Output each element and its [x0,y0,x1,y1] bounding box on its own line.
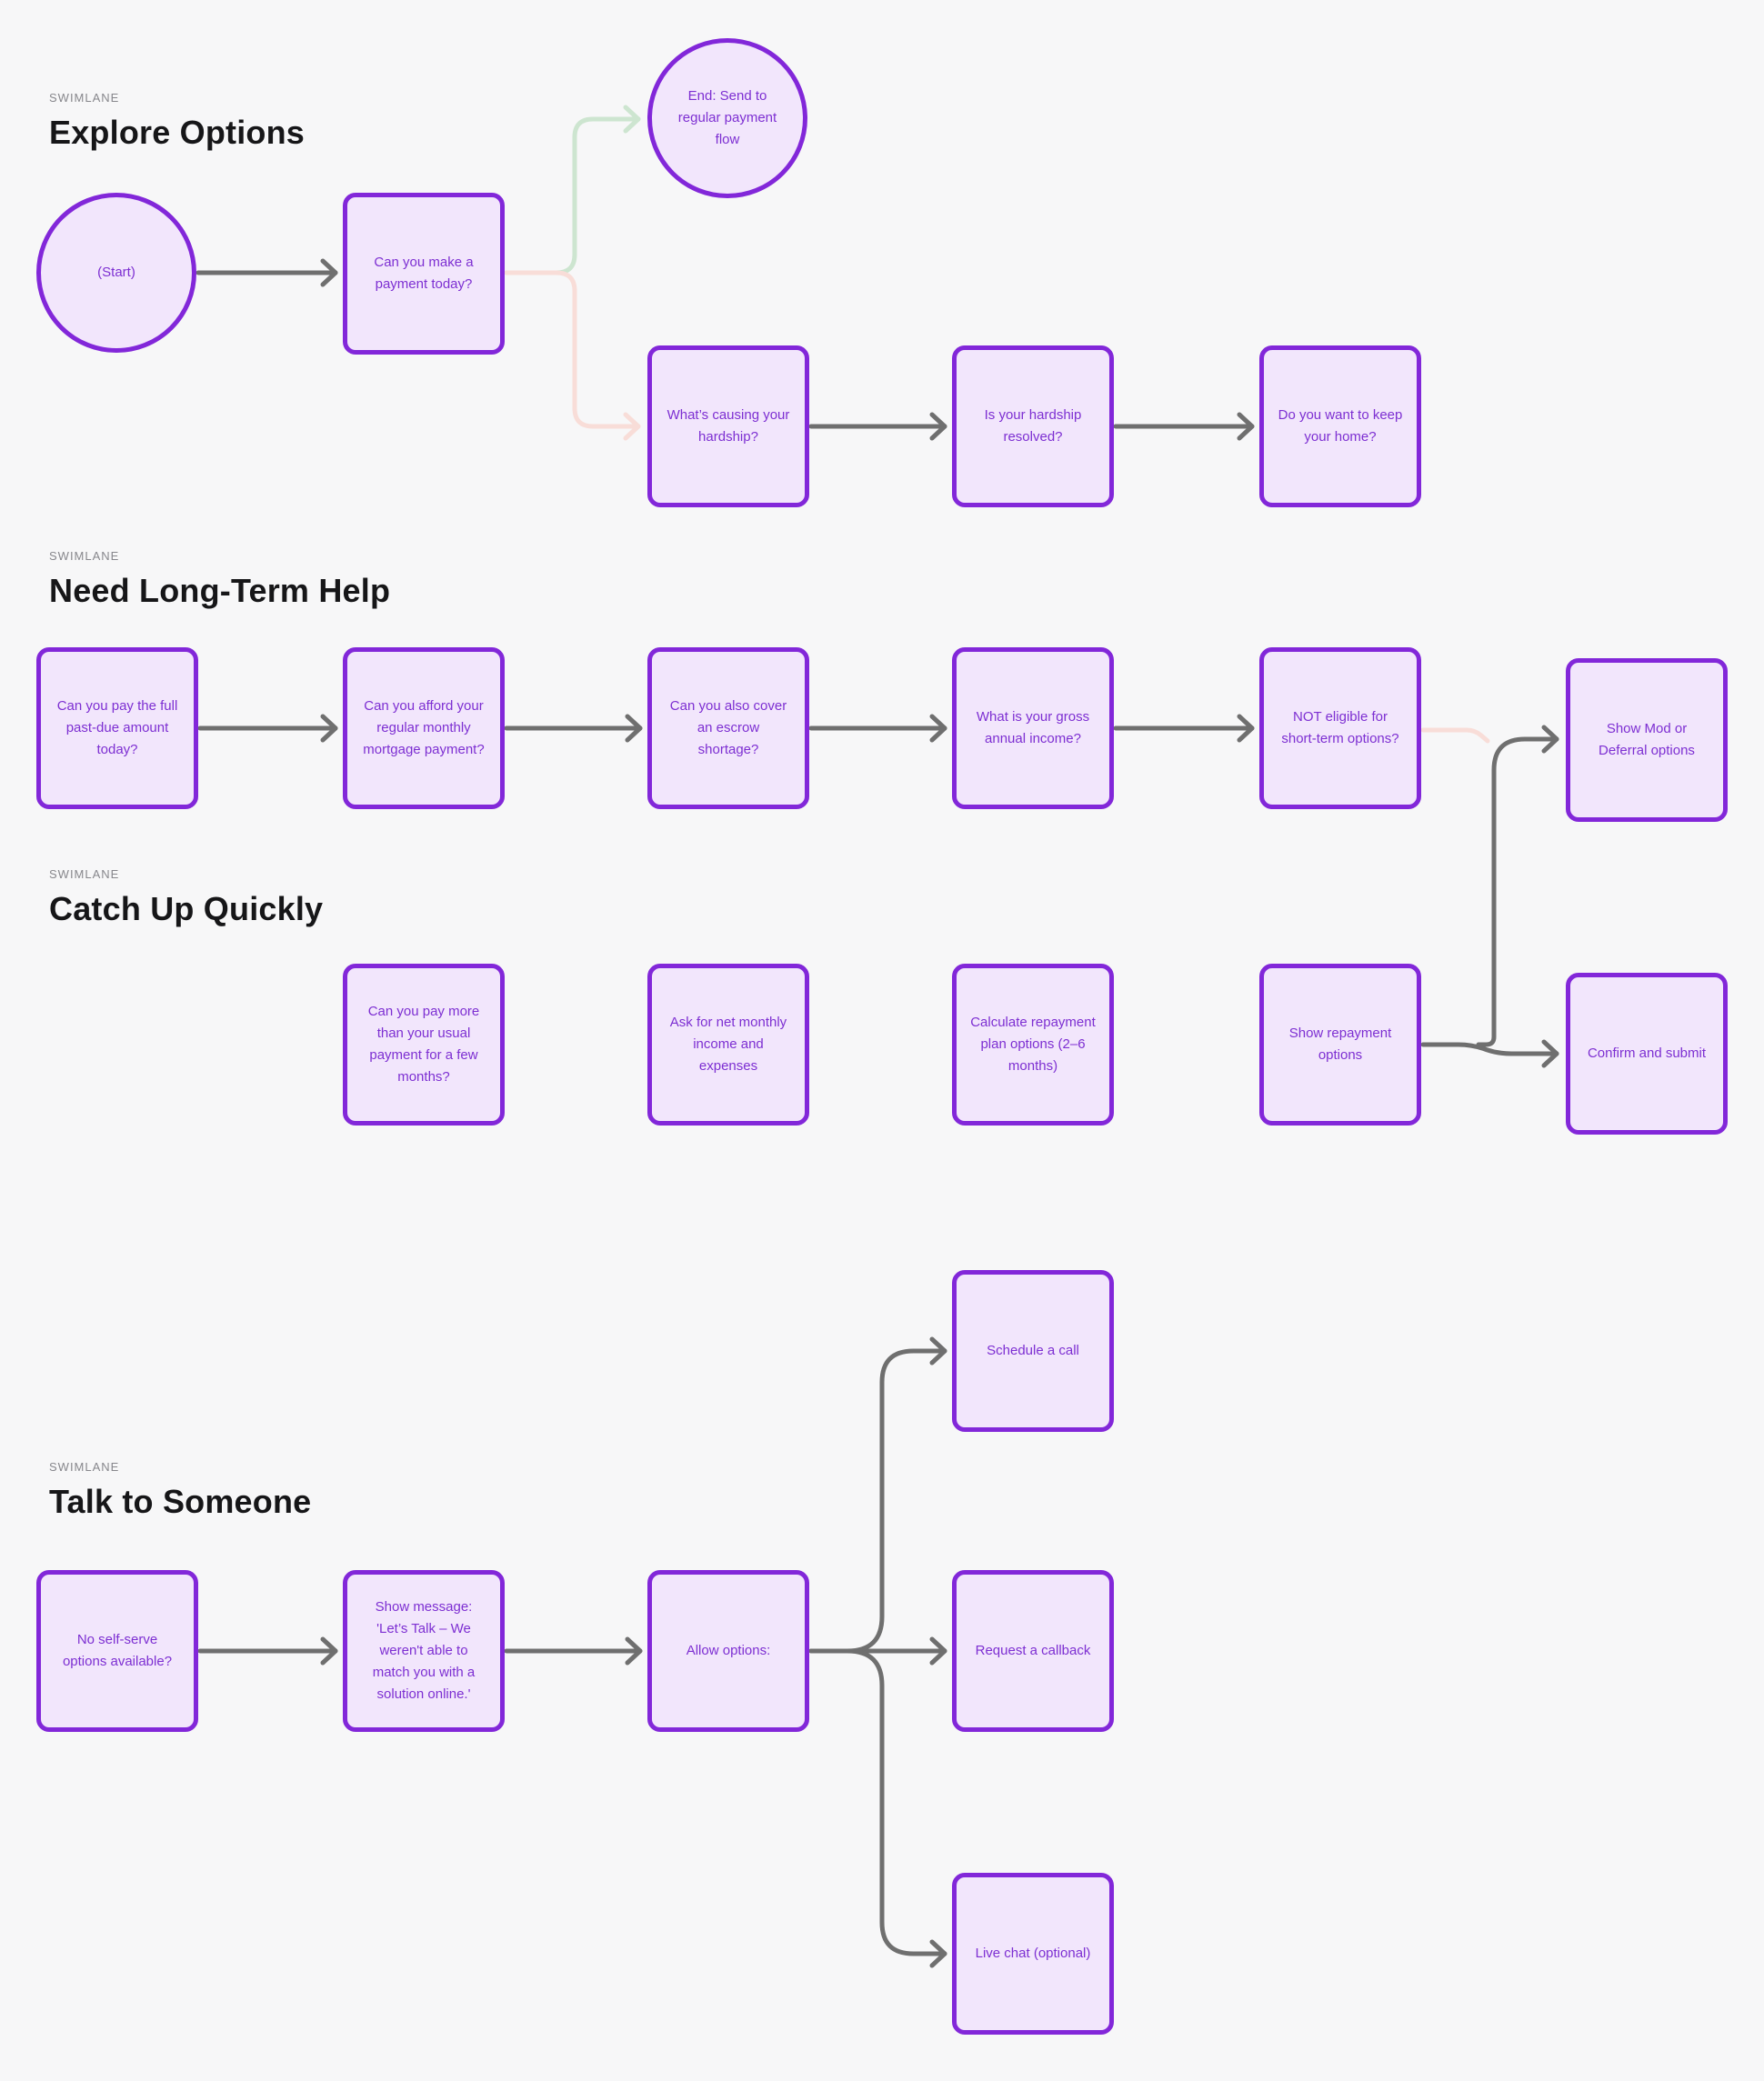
flow-node-ask-income-expenses[interactable]: Ask for net monthly income and expenses [647,964,809,1126]
lane-header-catch-up-quickly: SWIMLANE Catch Up Quickly [49,867,323,928]
flow-node-no-self-serve[interactable]: No self-serve options available? [36,1570,198,1732]
connector-make-payment-to-end-regular-payment [504,116,641,275]
lane-title: Need Long-Term Help [49,572,391,609]
flow-node-escrow-shortage[interactable]: Can you also cover an escrow shortage? [647,647,809,809]
connector-allow-options-to-schedule-call [808,1348,947,1654]
flow-node-make-payment[interactable]: Can you make a payment today? [343,193,505,355]
connector-allow-options-to-live-chat [808,1648,947,1956]
flow-node-show-mod-deferral[interactable]: Show Mod or Deferral options [1566,658,1728,822]
flow-node-label: End: Send to regular payment flow [677,88,777,147]
arrowhead-hardship-cause-to-hardship-resolved [929,412,947,441]
lane-header-talk-to-someone: SWIMLANE Talk to Someone [49,1460,311,1521]
flow-node-label: Live chat (optional) [975,1946,1091,1961]
flow-node-gross-annual-income[interactable]: What is your gross annual income? [952,647,1114,809]
connector-make-payment-to-hardship-cause [504,270,641,429]
flow-node-confirm-submit[interactable]: Confirm and submit [1566,973,1728,1135]
flow-node-label: Can you pay the full past-due amount tod… [56,698,178,757]
flow-node-pay-more-few-months[interactable]: Can you pay more than your usual payment… [343,964,505,1126]
arrowhead-escrow-shortage-to-gross-annual-income [929,714,947,743]
lane-label: SWIMLANE [49,549,120,563]
flow-node-label: Calculate repayment plan options (2–6 mo… [970,1015,1096,1074]
flow-node-label: Show Mod or Deferral options [1599,721,1695,758]
arrowhead-no-self-serve-to-show-lets-talk-message [320,1636,338,1666]
arrowhead-make-payment-to-end-regular-payment [623,105,641,134]
flow-node-label: Can you also cover an escrow shortage? [669,698,787,757]
flow-node-label: Schedule a call [987,1343,1079,1358]
lane-title: Catch Up Quickly [49,890,324,927]
lane-title: Talk to Someone [49,1483,312,1520]
flow-node-not-eligible-short-term[interactable]: NOT eligible for short-term options? [1259,647,1421,809]
arrowhead-gross-annual-income-to-not-eligible-short-term [1237,714,1255,743]
flow-node-hardship-cause[interactable]: What’s causing your hardship? [647,345,809,507]
flow-node-label: Can you pay more than your usual payment… [367,1004,480,1085]
flow-node-start[interactable]: (Start) [36,193,196,353]
flow-node-label: No self-serve options available? [62,1632,173,1669]
arrowhead-show-repayment-options-to-confirm-submit [1541,1039,1559,1068]
flow-node-keep-home[interactable]: Do you want to keep your home? [1259,345,1421,507]
arrowhead-hardship-resolved-to-keep-home [1237,412,1255,441]
arrowhead-pay-past-due-to-afford-monthly-payment [320,714,338,743]
flow-node-label: Can you make a payment today? [374,255,474,292]
arrowhead-start-to-make-payment [320,258,338,287]
flow-node-live-chat[interactable]: Live chat (optional) [952,1873,1114,2035]
flow-node-label: Is your hardship resolved? [984,407,1082,445]
lane-label: SWIMLANE [49,91,120,105]
arrowhead-show-lets-talk-message-to-allow-options [625,1636,643,1666]
flow-node-label: Show repayment options [1288,1025,1392,1063]
flow-node-label: (Start) [97,265,135,280]
flow-node-label: Can you afford your regular monthly mort… [363,698,485,757]
lane-label: SWIMLANE [49,867,120,881]
flow-node-calc-repayment-options[interactable]: Calculate repayment plan options (2–6 mo… [952,964,1114,1126]
flow-node-schedule-call[interactable]: Schedule a call [952,1270,1114,1432]
flow-node-label: NOT eligible for short-term options? [1281,709,1399,746]
lane-label: SWIMLANE [49,1460,120,1474]
flow-node-pay-past-due[interactable]: Can you pay the full past-due amount tod… [36,647,198,809]
arrowhead-make-payment-to-hardship-cause [623,412,641,441]
flow-node-afford-monthly-payment[interactable]: Can you afford your regular monthly mort… [343,647,505,809]
lane-title: Explore Options [49,114,306,151]
connector-show-repayment-options-to-confirm-submit [1420,1042,1559,1056]
flow-node-label: Allow options: [686,1643,771,1658]
arrowhead-allow-options-to-live-chat [929,1939,947,1968]
arrowhead-show-repayment-options-to-show-mod-deferral [1541,725,1559,754]
connector-show-repayment-options-to-show-mod-deferral [1476,736,1559,1047]
flow-node-label: Show message: 'Let’s Talk – We weren't a… [372,1599,476,1702]
flow-node-label: Confirm and submit [1587,1046,1707,1061]
connector-not-eligible-short-term-to-show-mod-deferral [1420,727,1490,744]
lane-header-explore-options: SWIMLANE Explore Options [49,91,305,152]
arrowhead-allow-options-to-request-callback [929,1636,947,1666]
arrowhead-allow-options-to-schedule-call [929,1336,947,1366]
flow-node-label: What’s causing your hardship? [667,407,790,445]
flow-node-hardship-resolved[interactable]: Is your hardship resolved? [952,345,1114,507]
flow-node-label: Do you want to keep your home? [1278,407,1403,445]
flow-node-show-repayment-options[interactable]: Show repayment options [1259,964,1421,1126]
flow-node-label: Request a callback [975,1643,1091,1658]
flow-node-request-callback[interactable]: Request a callback [952,1570,1114,1732]
flow-node-end-regular-payment[interactable]: End: Send to regular payment flow [647,38,807,198]
arrowhead-afford-monthly-payment-to-escrow-shortage [625,714,643,743]
lane-header-need-long-term-help: SWIMLANE Need Long-Term Help [49,549,390,610]
flow-node-label: What is your gross annual income? [976,709,1090,746]
flow-node-label: Ask for net monthly income and expenses [669,1015,787,1074]
flow-node-allow-options[interactable]: Allow options: [647,1570,809,1732]
flow-node-show-lets-talk-message[interactable]: Show message: 'Let’s Talk – We weren't a… [343,1570,505,1732]
